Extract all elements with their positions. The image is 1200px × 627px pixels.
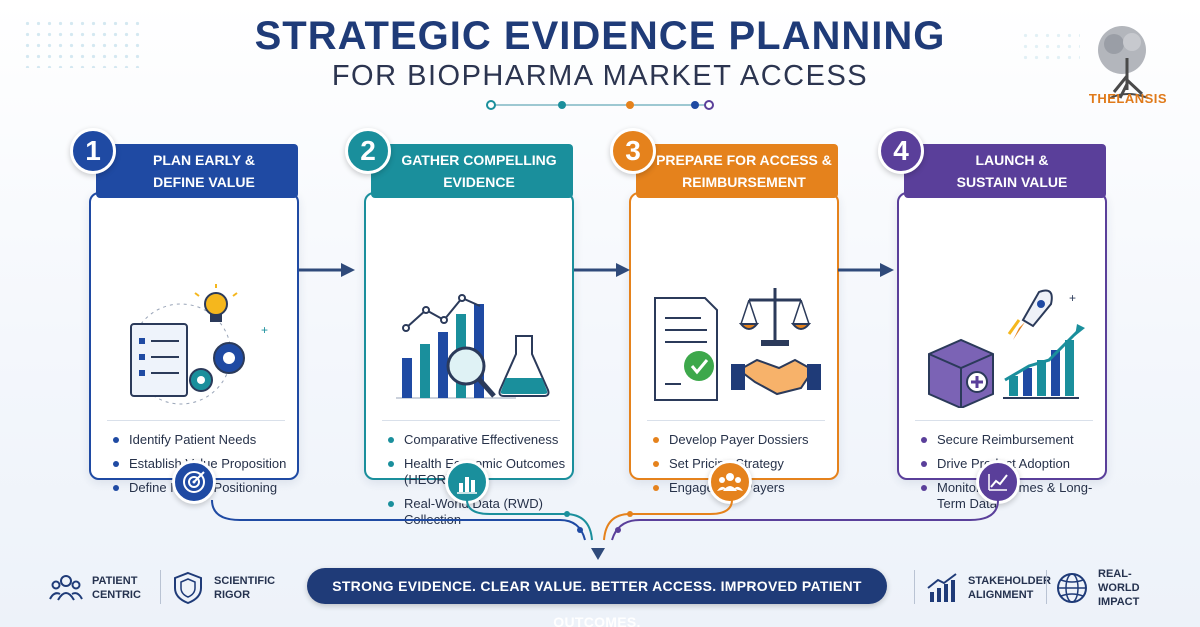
feature-real-world-impact: REAL-WORLD IMPACT (1054, 568, 1168, 608)
step-number-badge: 2 (345, 128, 391, 174)
feature-label: STAKEHOLDER (968, 575, 1051, 587)
bullet-item: Identify Patient Needs (107, 432, 293, 448)
chart-magnifier-flask-icon (396, 294, 550, 399)
feature-patient-centric: PATIENT CENTRIC (48, 568, 176, 608)
step-2: Comparative Effectiveness Health Economi… (345, 122, 583, 527)
divider (160, 570, 161, 604)
step-title-line2: EVIDENCE (443, 174, 515, 190)
step-card: Comparative Effectiveness Health Economi… (364, 192, 574, 527)
arrow-right-icon (299, 263, 355, 277)
converging-connectors (211, 500, 999, 560)
document-gears-lightbulb-icon: + (130, 284, 268, 405)
people-icon (49, 575, 83, 601)
svg-text:+: + (1069, 291, 1076, 305)
card-divider (647, 420, 825, 421)
card-divider (382, 420, 560, 421)
bullet-item: Comparative Effectiveness (382, 432, 568, 448)
step-number-badge: 3 (610, 128, 656, 174)
feature-label: IMPACT (1098, 596, 1140, 608)
step-title-line1: GATHER COMPELLING (401, 152, 557, 168)
bullet-item: Secure Reimbursement (915, 432, 1101, 448)
feature-label: ALIGNMENT (968, 589, 1034, 601)
step-title-line1: PREPARE FOR ACCESS & (656, 152, 832, 168)
page-title: STRATEGIC EVIDENCE PLANNING (254, 14, 946, 58)
arrow-right-icon (574, 263, 630, 277)
bar-chart-icon (445, 460, 489, 504)
shield-icon (174, 571, 202, 605)
step-card: + Identify Patient Needs Establish Value… (89, 192, 299, 495)
step-banner: LAUNCH & SUSTAIN VALUE (904, 144, 1106, 198)
card-divider (107, 420, 285, 421)
step-title-line2: REIMBURSEMENT (682, 174, 806, 190)
step-title-line2: DEFINE VALUE (153, 174, 255, 190)
step-title-line1: PLAN EARLY & (153, 152, 255, 168)
step-title-line1: LAUNCH & (975, 152, 1049, 168)
bullet-item: Health Economic Outcomes (HEOR) (382, 456, 568, 488)
divider (1046, 570, 1047, 604)
step-banner: GATHER COMPELLING EVIDENCE (371, 144, 573, 198)
target-icon (172, 460, 216, 504)
group-icon (708, 460, 752, 504)
globe-icon (1057, 573, 1087, 603)
step-bullets: Identify Patient Needs Establish Value P… (107, 432, 293, 504)
svg-text:+: + (261, 323, 268, 337)
title-divider (486, 100, 714, 110)
feature-scientific-rigor: SCIENTIFIC RIGOR (170, 568, 298, 608)
feature-label: CENTRIC (92, 589, 141, 601)
page-subtitle: FOR BIOPHARMA MARKET ACCESS (331, 60, 869, 92)
feature-label: PATIENT (92, 575, 138, 587)
step-number-badge: 1 (70, 128, 116, 174)
step-1: + Identify Patient Needs Establish Value… (70, 122, 308, 504)
step-card: + Secure Reimbursement Drive Product Ado… (897, 192, 1107, 511)
feature-label: RIGOR (214, 589, 251, 601)
tagline-banner: STRONG EVIDENCE. CLEAR VALUE. BETTER ACC… (307, 568, 887, 627)
trend-chart-icon (976, 460, 1020, 504)
step-banner: PLAN EARLY & DEFINE VALUE (96, 144, 298, 198)
card-divider (915, 420, 1093, 421)
step-title-line2: SUSTAIN VALUE (956, 174, 1068, 190)
step-bullets: Comparative Effectiveness Health Economi… (382, 432, 568, 536)
package-rocket-growth-icon: + (928, 289, 1085, 408)
step-4: + Secure Reimbursement Drive Product Ado… (878, 122, 1116, 511)
bullet-item: Develop Payer Dossiers (647, 432, 833, 448)
logo-text: THELANSIS (1088, 91, 1168, 106)
dossier-scales-handshake-icon (654, 288, 821, 401)
step-card: Develop Payer Dossiers Set Pricing Strat… (629, 192, 839, 495)
feature-label: SCIENTIFIC (214, 575, 276, 587)
step-number-badge: 4 (878, 128, 924, 174)
bullet-item: Establish Value Proposition (107, 456, 293, 472)
growth-chart-icon (927, 573, 957, 602)
step-banner: PREPARE FOR ACCESS & REIMBURSEMENT (636, 144, 838, 198)
decorative-dots (22, 18, 142, 68)
feature-stakeholder-alignment: STAKEHOLDER ALIGNMENT (924, 568, 1052, 608)
decorative-dots (1020, 30, 1080, 60)
arrow-right-icon (838, 263, 894, 277)
divider (914, 570, 915, 604)
thelansis-logo-icon (1098, 26, 1149, 99)
feature-label: REAL-WORLD (1098, 568, 1140, 594)
step-3: Develop Payer Dossiers Set Pricing Strat… (610, 122, 848, 504)
